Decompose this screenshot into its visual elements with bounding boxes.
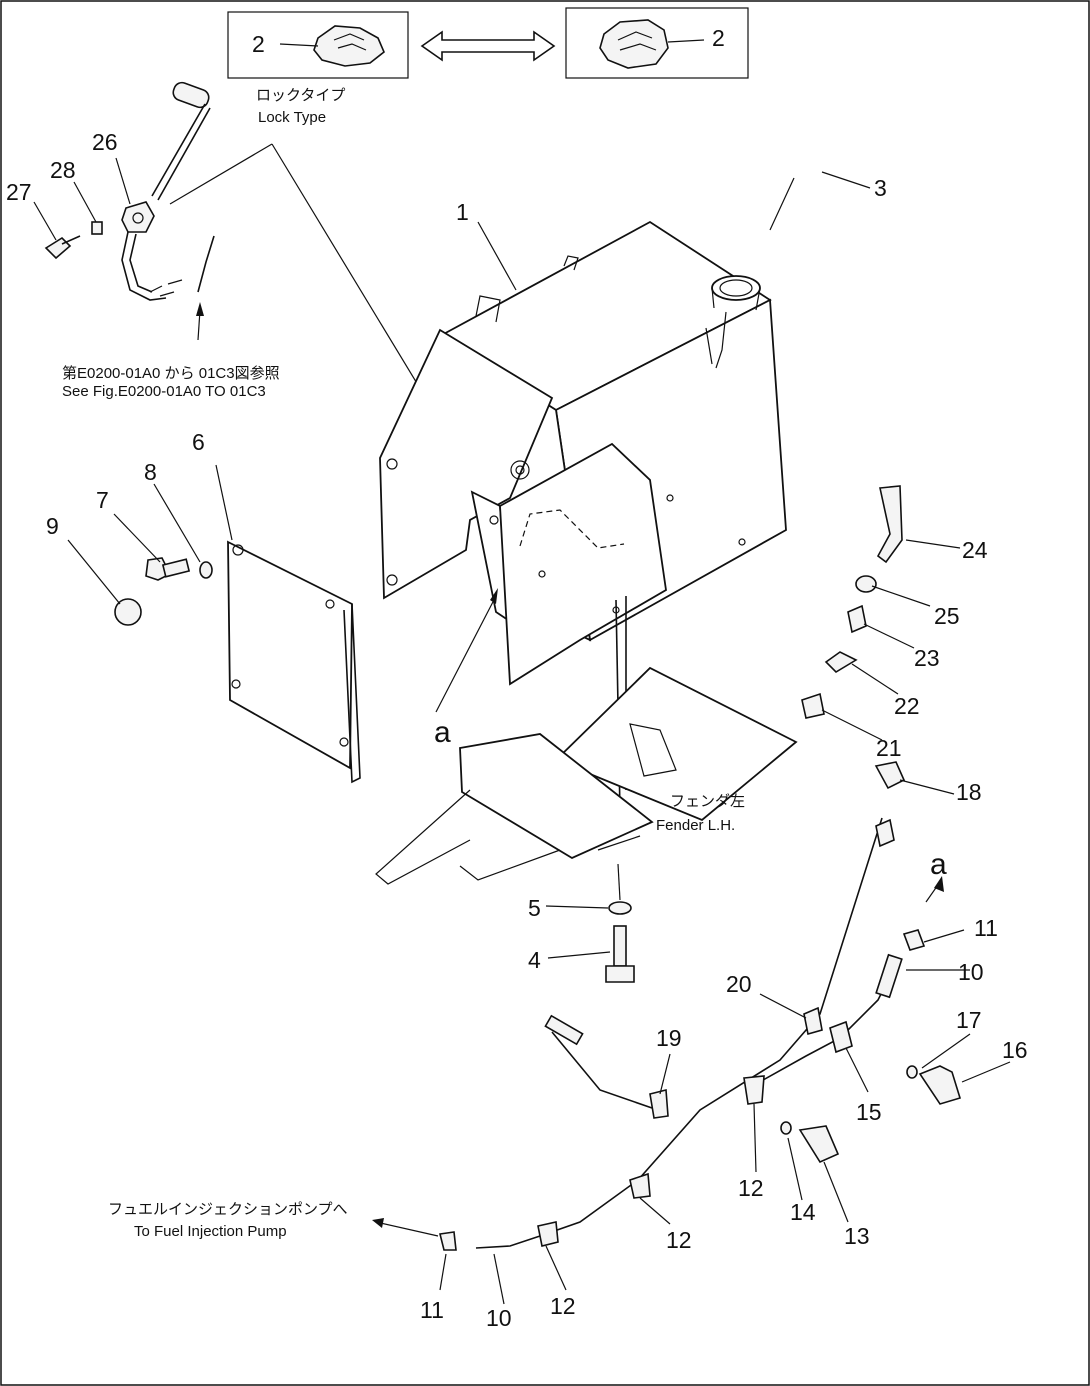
- callout-12-b: 12: [666, 1227, 692, 1253]
- callout-13: 13: [844, 1223, 870, 1249]
- fuel-lines: [439, 761, 962, 1251]
- callout-9: 9: [46, 513, 59, 539]
- callout-2-lock: 2: [252, 31, 265, 57]
- callout-10-lower: 10: [486, 1305, 512, 1331]
- callout-22: 22: [894, 693, 920, 719]
- fender-label-en: Fender L.H.: [656, 817, 735, 834]
- lock-type-label-jp: ロックタイプ: [256, 87, 345, 104]
- callout-26: 26: [92, 129, 118, 155]
- pump-note-jp: フュエルインジェクションポンプへ: [108, 1201, 348, 1218]
- callout-8: 8: [144, 459, 157, 485]
- callout-1: 1: [456, 199, 469, 225]
- callout-16: 16: [1002, 1037, 1028, 1063]
- callout-21: 21: [876, 735, 902, 761]
- callout-12-a: 12: [738, 1175, 764, 1201]
- fuel-tank: [379, 220, 787, 686]
- fender-lh: [375, 596, 798, 885]
- callout-2-std: 2: [712, 25, 725, 51]
- callout-4: 4: [528, 947, 541, 973]
- fender-label-jp: フェンダ左: [670, 793, 745, 810]
- callout-20: 20: [726, 971, 752, 997]
- text-notes: ロックタイプ Lock Type 第E0200-01A0 から 01C3図参照 …: [62, 87, 745, 1240]
- callout-15: 15: [856, 1099, 882, 1125]
- callout-7: 7: [96, 487, 109, 513]
- fuel-gauge-assembly: [44, 81, 273, 341]
- callout-a-tank: a: [434, 716, 451, 749]
- drain-parts: [801, 485, 903, 719]
- callout-24: 24: [962, 537, 988, 563]
- callout-5: 5: [528, 895, 541, 921]
- callout-10-upper: 10: [958, 959, 984, 985]
- cover-plate: [227, 540, 361, 784]
- see-figure-note-jp: 第E0200-01A0 から 01C3図参照: [62, 364, 280, 382]
- callout-11-upper: 11: [974, 915, 998, 941]
- lock-type-label-en: Lock Type: [258, 109, 326, 126]
- mounting-bolt: [605, 901, 635, 983]
- double-arrow: [420, 30, 556, 62]
- leader-lines: [33, 157, 1011, 1305]
- callout-17: 17: [956, 1007, 982, 1033]
- callout-11-lower: 11: [420, 1297, 444, 1323]
- callout-3: 3: [874, 175, 887, 201]
- callout-a-line: a: [930, 848, 947, 881]
- see-figure-note-en: See Fig.E0200-01A0 TO 01C3: [62, 383, 266, 400]
- callout-12-c: 12: [550, 1293, 576, 1319]
- callout-18: 18: [956, 779, 982, 805]
- callout-19: 19: [656, 1025, 682, 1051]
- callout-23: 23: [914, 645, 940, 671]
- callout-labels: 1 2 2 3 4 5 6 7 8 9 10 10 11 11 12 12 12…: [6, 25, 1028, 1331]
- callout-14: 14: [790, 1199, 816, 1225]
- callout-28: 28: [50, 157, 76, 183]
- callout-25: 25: [934, 603, 960, 629]
- callout-6: 6: [192, 429, 205, 455]
- cap-inset-standard: [565, 7, 749, 79]
- bolt-washer-cap: [114, 557, 213, 626]
- cap-inset-lock-type: [227, 11, 409, 79]
- pump-note-en: To Fuel Injection Pump: [134, 1223, 287, 1240]
- callout-27: 27: [6, 179, 32, 205]
